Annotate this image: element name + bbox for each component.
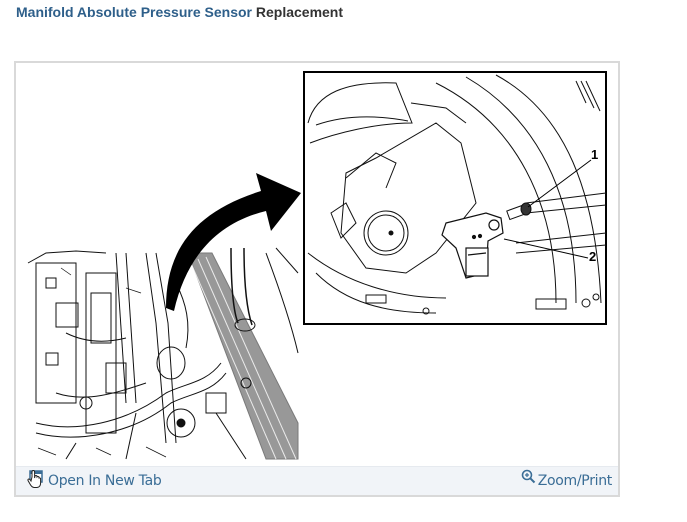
illustration-svg bbox=[27, 71, 607, 460]
procedure-illustration[interactable]: 1 2 bbox=[16, 63, 618, 467]
title-link[interactable]: Manifold Absolute Pressure Sensor bbox=[16, 4, 252, 20]
figure-frame: 1 2 Open In New Tab Z bbox=[14, 61, 620, 497]
page-title: Manifold Absolute Pressure Sensor Replac… bbox=[16, 3, 343, 21]
magnifier-plus-icon bbox=[521, 469, 536, 488]
map-sensor-part bbox=[441, 212, 504, 279]
open-in-new-tab-button[interactable]: Open In New Tab bbox=[26, 469, 162, 493]
zoom-print-label: Zoom/Print bbox=[537, 473, 613, 489]
new-tab-icon bbox=[26, 469, 44, 493]
callout-2-label: 2 bbox=[589, 249, 597, 264]
zoom-print-button[interactable]: Zoom/Print bbox=[521, 469, 613, 491]
bolt-part bbox=[506, 202, 532, 221]
title-suffix: Replacement bbox=[251, 4, 344, 20]
open-in-new-tab-label: Open In New Tab bbox=[48, 473, 162, 489]
engine-overview-drawing bbox=[27, 243, 299, 460]
figure-toolbar: Open In New Tab Zoom/Print bbox=[16, 466, 618, 495]
pointer-arrow bbox=[166, 173, 301, 311]
detail-inset bbox=[303, 71, 607, 325]
callout-1-label: 1 bbox=[591, 147, 599, 162]
